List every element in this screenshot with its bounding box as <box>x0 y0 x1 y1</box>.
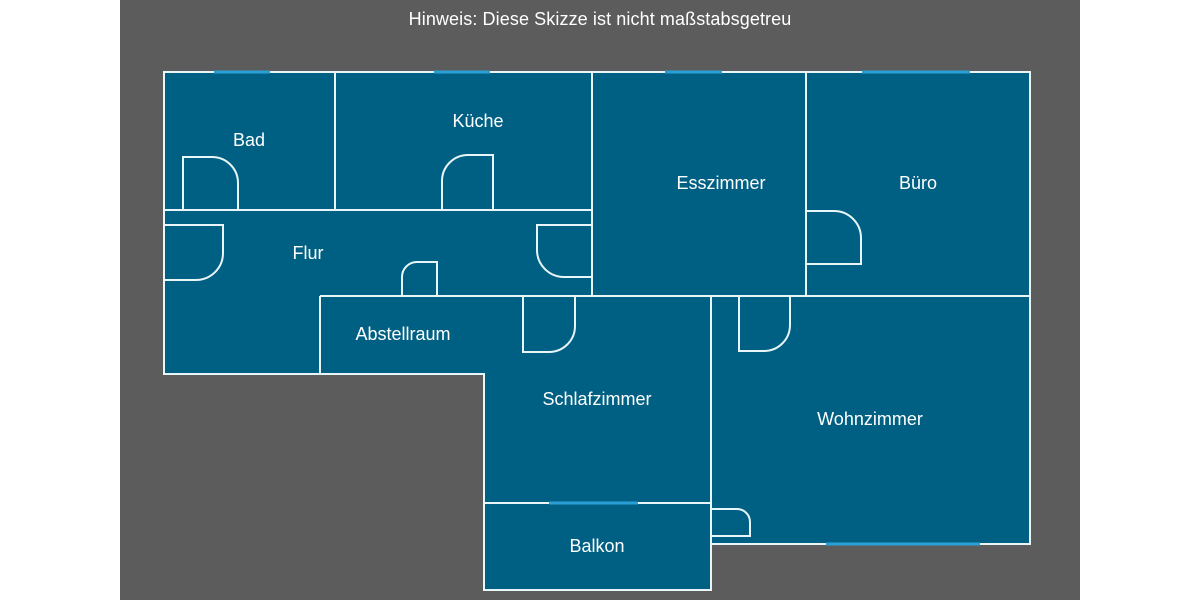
door-kueche <box>441 154 494 210</box>
room-label-esszimmer: Esszimmer <box>677 173 766 193</box>
room-label-flur: Flur <box>293 243 324 263</box>
room-labels: Bad Küche Esszimmer Büro Flur Abstellrau… <box>233 111 937 556</box>
wohnzimmer-fill <box>711 296 1030 544</box>
scale-disclaimer-note: Hinweis: Diese Skizze ist nicht maßstabs… <box>408 9 792 29</box>
walls <box>163 71 1031 591</box>
room-label-bad: Bad <box>233 130 265 150</box>
door-balkon <box>711 508 751 537</box>
windows <box>214 70 980 546</box>
room-label-kueche: Küche <box>452 111 503 131</box>
upper-block-fill <box>164 72 1030 296</box>
doors <box>164 154 862 537</box>
room-label-balkon: Balkon <box>569 536 624 556</box>
room-fills <box>164 72 1030 590</box>
room-label-buero: Büro <box>899 173 937 193</box>
door-abstellraum <box>401 261 438 296</box>
room-label-schlafzimmer: Schlafzimmer <box>542 389 651 409</box>
door-entrance <box>164 224 224 281</box>
flur-abstellraum-fill <box>164 296 484 374</box>
door-buero <box>806 210 862 265</box>
door-bad <box>182 156 239 210</box>
room-label-wohnzimmer: Wohnzimmer <box>817 409 923 429</box>
door-schlafzimmer <box>522 296 576 353</box>
schlafzimmer-balkon-fill <box>484 296 711 590</box>
door-esszimmer <box>536 224 592 278</box>
room-label-abstellraum: Abstellraum <box>355 324 450 344</box>
door-wohnzimmer <box>738 296 791 352</box>
